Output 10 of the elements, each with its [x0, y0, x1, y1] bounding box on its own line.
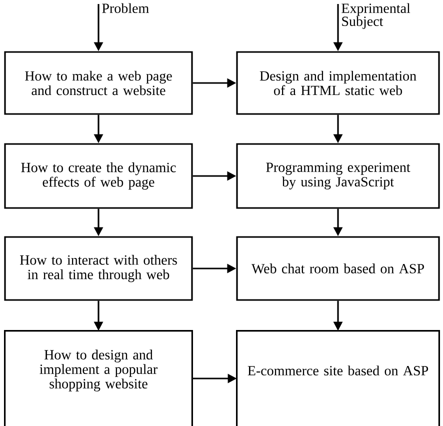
- process-box: How to create the dynamic effects of web page: [4, 143, 193, 209]
- process-box: E-commerce site based on ASP: [236, 330, 440, 426]
- edge-label: Exprimental Subject: [342, 3, 410, 29]
- process-box: How to design and implement a popular shopping website: [4, 330, 193, 426]
- process-box: How to interact with others in real time through web: [4, 236, 193, 301]
- edge-label: Problem: [102, 3, 149, 14]
- process-box: Design and implementation of a HTML static web: [236, 51, 440, 115]
- process-box: How to make a web page and construct a website: [4, 51, 193, 115]
- process-box: Web chat room based on ASP: [236, 236, 440, 301]
- process-box: Programming experiment by using JavaScript: [236, 143, 440, 209]
